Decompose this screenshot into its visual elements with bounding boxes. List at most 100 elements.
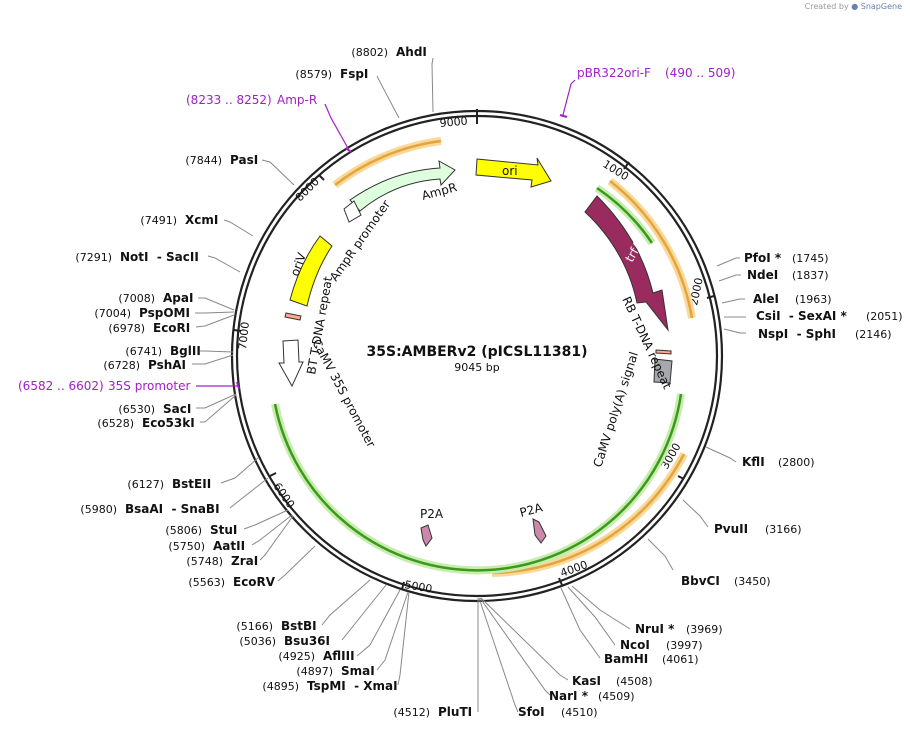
site-pos-pluti: (4512)	[393, 706, 430, 719]
site-name-bamhi: BamHI	[604, 652, 648, 666]
p2a-arrow-right[interactable]	[532, 518, 547, 544]
site-nrui[interactable]: NruI *(3969)	[635, 622, 723, 636]
leader-bamhi	[560, 587, 601, 659]
site-saci[interactable]: (6530)SacI	[118, 402, 191, 416]
site-name-eco53ki: Eco53kI	[142, 416, 195, 430]
site-name-aatii: AatII	[213, 539, 245, 553]
site-name-ecorv: EcoRV	[233, 575, 276, 589]
site-labels-left: (8802) AhdI (8579)FspI (7844)PasI (7491) X…	[75, 45, 472, 719]
site-bamhi[interactable]: BamHI(4061)	[604, 652, 699, 666]
site-pluti[interactable]: (4512) PluTI	[393, 705, 472, 719]
site-bstbi[interactable]: (5166)BstBI	[236, 619, 316, 633]
tick-7000	[233, 329, 242, 332]
site-eco53ki[interactable]: (6528)Eco53kI	[97, 416, 194, 430]
site-stui[interactable]: (5806)StuI	[165, 523, 237, 537]
bt-tdna-repeat-feature[interactable]	[284, 312, 302, 321]
leader-nrui	[571, 585, 631, 630]
camv-polya-signal-feature[interactable]	[653, 358, 673, 384]
leader-noti	[207, 255, 241, 273]
site-name-xcmi: XcmI	[185, 213, 218, 227]
trfA-arrow[interactable]	[584, 195, 669, 332]
tick-label-7000: 7000	[236, 321, 252, 350]
site-pos-stui: (5806)	[165, 524, 202, 537]
site-name-bsu36i: Bsu36I	[284, 634, 330, 648]
site-pos-kasi: (4508)	[616, 675, 653, 688]
leader-ahdi	[431, 57, 434, 113]
site-pos-csii-sexai: (2051)	[866, 310, 903, 323]
tick-5000	[401, 581, 405, 590]
site-ncoi[interactable]: NcoI(3997)	[620, 638, 703, 652]
site-pos-ecorv: (5563)	[188, 576, 225, 589]
plasmid-name: 35S:AMBERv2 (pICSL11381)	[367, 344, 588, 360]
primer-range-35s: (6582 .. 6602)	[18, 379, 104, 393]
site-apai[interactable]: (7008)ApaI	[118, 291, 193, 305]
site-nari[interactable]: NarI * (4509)	[549, 689, 635, 703]
site-leader-lines	[192, 57, 746, 713]
site-smai[interactable]: (4897)SmaI	[296, 664, 374, 678]
ampr-arrow[interactable]	[349, 160, 456, 212]
ori-arrow[interactable]	[475, 157, 552, 188]
site-sfoi[interactable]: SfoI(4510)	[518, 705, 598, 719]
site-tspmi-xmai[interactable]: (4895)TspMI - XmaI	[262, 679, 397, 693]
site-pos-pfoi: (1745)	[792, 252, 829, 265]
site-name-saci: SacI	[163, 402, 191, 416]
site-bbvci[interactable]: BbvCI(3450)	[681, 574, 771, 588]
camv-35s-promoter-arrow[interactable]	[278, 339, 304, 388]
site-ahdi[interactable]: (8802) AhdI	[351, 45, 426, 59]
site-name-afliii: AflIII	[323, 649, 355, 663]
site-name-fspi: FspI	[340, 67, 368, 81]
primer-name-pbr322ori: pBR322ori-F	[577, 66, 651, 80]
leader-ecorv	[277, 545, 316, 582]
site-nspi-sphi[interactable]: NspI - SphI(2146)	[758, 327, 892, 341]
site-bsu36i[interactable]: (5036)Bsu36I	[239, 634, 330, 648]
orf-arcs	[271, 137, 696, 577]
rb-tdna-repeat-feature[interactable]	[655, 349, 672, 355]
primer-leader-pbr322ori	[562, 79, 576, 116]
oriv-feature[interactable]	[289, 235, 333, 307]
site-ecorv[interactable]: (5563) EcoRV	[188, 575, 275, 589]
site-pos-nari: (4509)	[598, 690, 635, 703]
site-name-pluti: PluTI	[438, 705, 472, 719]
site-name-zrai: ZraI	[231, 554, 258, 568]
leader-apai	[198, 297, 235, 311]
site-noti-sacii[interactable]: (7291)NotI - SacII	[75, 250, 198, 264]
site-name-kfli: KflI	[742, 455, 765, 469]
site-name-nari: NarI *	[549, 689, 589, 703]
leader-bsu36i	[341, 584, 387, 641]
site-kasi[interactable]: KasI(4508)	[572, 674, 653, 688]
site-kfli[interactable]: KflI (2800)	[742, 455, 815, 469]
site-alei[interactable]: AleI(1963)	[753, 292, 832, 306]
scale-ticks	[233, 109, 715, 590]
site-pos-kfli: (2800)	[778, 456, 815, 469]
site-pos-ahdi: (8802)	[351, 46, 388, 59]
site-pfoi[interactable]: PfoI *(1745)	[744, 251, 829, 265]
site-csii-sexai[interactable]: CsiI - SexAI *(2051)	[756, 309, 903, 323]
site-pos-zrai: (5748)	[186, 555, 223, 568]
site-name-bglii: BglII	[170, 344, 201, 358]
feature-arrows	[278, 157, 673, 547]
tick-label-9000: 9000	[439, 115, 468, 130]
site-bsteii[interactable]: (6127)BstEII	[127, 477, 211, 491]
site-afliii[interactable]: (4925)AflIII	[278, 649, 354, 663]
ampr-promoter-arrow[interactable]	[343, 200, 362, 223]
site-ecori[interactable]: (6978)EcoRI	[108, 321, 190, 335]
site-zrai[interactable]: (5748) ZraI	[186, 554, 258, 568]
p2a-arrow-left[interactable]	[420, 524, 433, 547]
site-pspomi[interactable]: (7004)PspOMI	[94, 306, 190, 320]
site-pos-xcmi: (7491)	[140, 214, 177, 227]
site-name-ahdi: AhdI	[396, 45, 427, 59]
site-aatii[interactable]: (5750)AatII	[168, 539, 245, 553]
primer-leader-ampr	[324, 103, 350, 151]
site-xcmi[interactable]: (7491) XcmI	[140, 213, 218, 227]
site-bglii[interactable]: (6741)BglII	[125, 344, 200, 358]
site-bsaai-snabi[interactable]: (5980)BsaAI - SnaBI	[80, 502, 219, 516]
site-pvuii[interactable]: PvuII(3166)	[714, 522, 802, 536]
site-ndei[interactable]: NdeI(1837)	[747, 268, 829, 282]
site-name-ndei: NdeI	[747, 268, 778, 282]
site-pasi[interactable]: (7844)PasI	[185, 153, 258, 167]
tick-8000	[318, 174, 325, 181]
site-pshai[interactable]: (6728)PshAI	[103, 358, 186, 372]
site-pos-apai: (7008)	[118, 292, 155, 305]
site-fspi[interactable]: (8579)FspI	[295, 67, 368, 81]
